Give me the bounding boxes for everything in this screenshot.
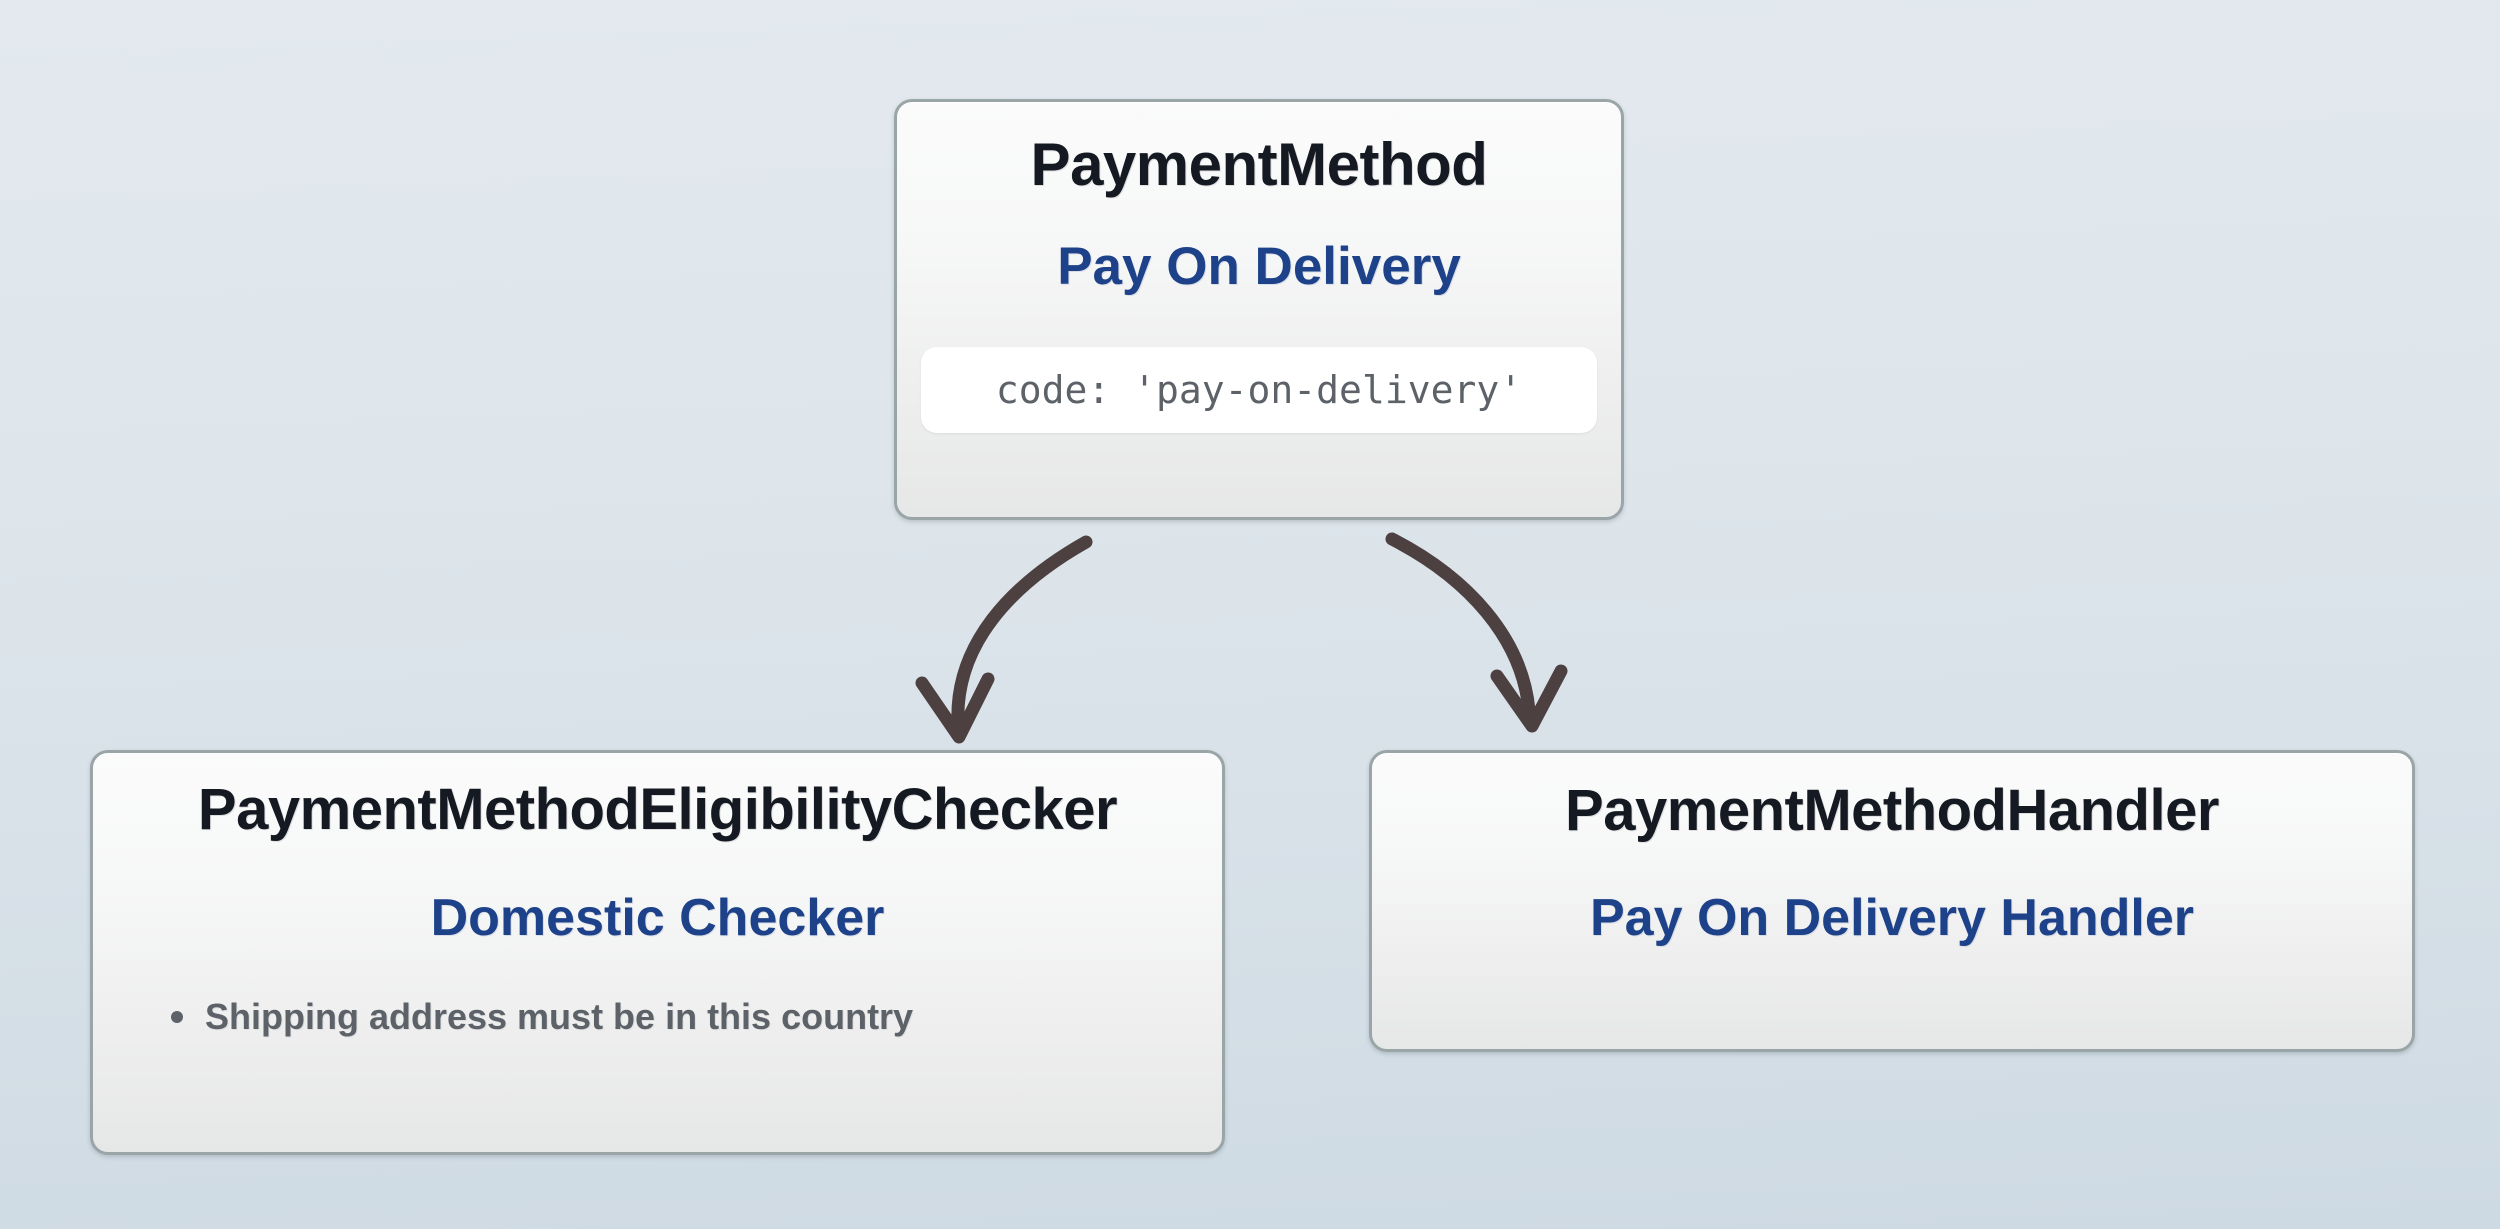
edge-to-payment-handler bbox=[1385, 532, 1568, 733]
node-eligibility-checker-title: PaymentMethodEligibilityChecker bbox=[197, 777, 1118, 842]
list-item: Shipping address must be in this country bbox=[167, 996, 913, 1038]
node-payment-method-title: PaymentMethod bbox=[1030, 131, 1488, 198]
node-payment-method[interactable]: PaymentMethod Pay On Delivery code: 'pay… bbox=[894, 99, 1624, 520]
code-snippet-text: code: 'pay-on-delivery' bbox=[995, 368, 1523, 412]
node-payment-method-subtitle: Pay On Delivery bbox=[1057, 237, 1461, 296]
node-payment-handler-title: PaymentMethodHandler bbox=[1565, 778, 2219, 843]
eligibility-rules-list: Shipping address must be in this country bbox=[115, 996, 913, 1038]
node-eligibility-checker-subtitle: Domestic Checker bbox=[430, 889, 885, 947]
node-payment-method-handler[interactable]: PaymentMethodHandler Pay On Delivery Han… bbox=[1369, 750, 2415, 1052]
node-payment-method-eligibility-checker[interactable]: PaymentMethodEligibilityChecker Domestic… bbox=[90, 750, 1225, 1155]
node-payment-handler-subtitle: Pay On Delivery Handler bbox=[1589, 889, 2195, 947]
edge-to-eligibility-checker bbox=[915, 535, 1093, 744]
code-snippet-box: code: 'pay-on-delivery' bbox=[921, 347, 1597, 433]
